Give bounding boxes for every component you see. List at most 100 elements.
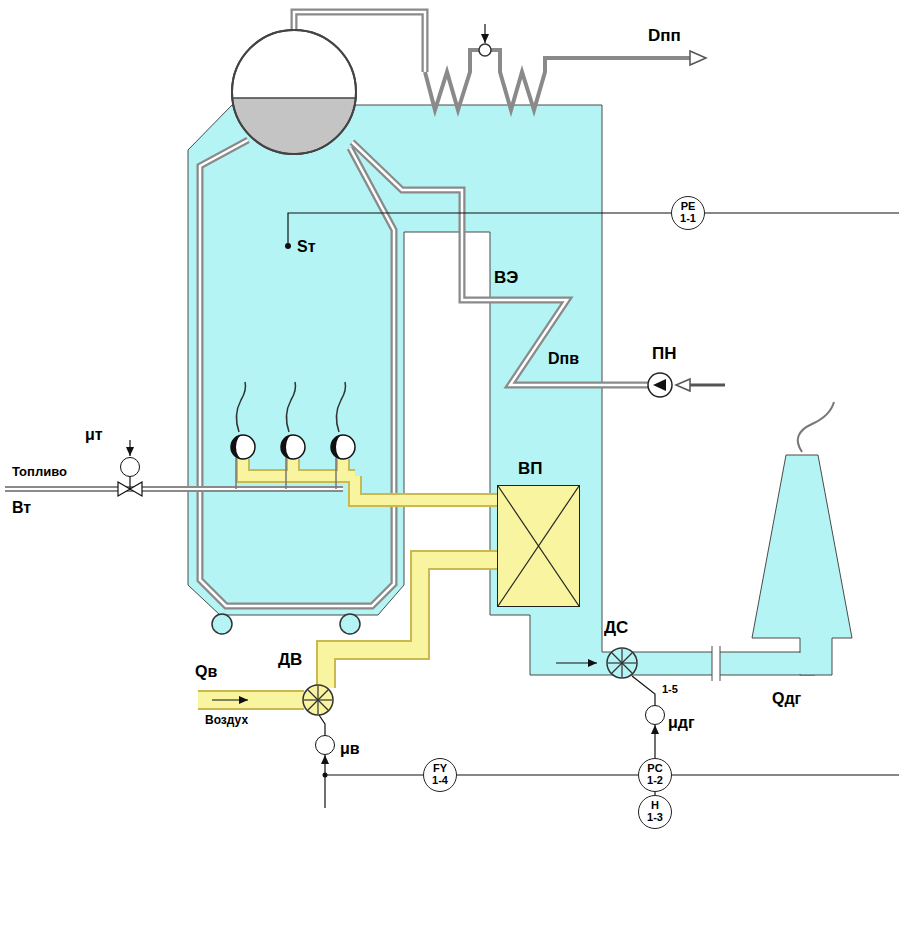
feed-pump-symbol xyxy=(653,379,666,391)
actuator-circle: μт xyxy=(120,457,140,477)
burner-symbol xyxy=(331,435,343,459)
flow-label: Вт xyxy=(12,499,31,517)
boiler-drum xyxy=(232,98,355,154)
furnace-wall-tubes xyxy=(200,140,394,606)
economizer-tube xyxy=(352,142,648,385)
economizer-tube xyxy=(352,142,648,385)
instrument-tag: PC xyxy=(647,763,662,775)
superheater-coil xyxy=(479,44,491,56)
part-name: ДС xyxy=(604,618,628,638)
furnace-wall-tubes xyxy=(200,140,394,634)
gas-path-body xyxy=(712,646,713,681)
air-duct xyxy=(198,459,497,700)
superheater-coil xyxy=(690,51,706,65)
actuator-label: μв xyxy=(340,740,360,758)
part-name: ДВ xyxy=(278,650,302,670)
flow-label: Топливо xyxy=(12,465,67,480)
instrument-tag: PE xyxy=(681,201,696,213)
signal-line xyxy=(640,774,899,775)
fan-symbol xyxy=(607,648,637,678)
furnace-wall-tubes xyxy=(200,140,394,606)
burner-symbol xyxy=(281,435,293,459)
signal-line xyxy=(129,440,130,456)
feed-pump-symbol xyxy=(676,379,690,391)
flow-label: Воздух xyxy=(205,714,248,728)
gas-path-body xyxy=(796,653,812,674)
instrument-circle: PC1-2 xyxy=(638,758,672,792)
furnace-wall-tubes xyxy=(340,614,360,634)
boiler-drum xyxy=(232,30,356,154)
gas-path-body xyxy=(752,455,852,675)
air-duct xyxy=(198,690,304,710)
fuel-pipe xyxy=(130,482,142,496)
economizer-tube xyxy=(352,142,648,385)
fuel-pipe xyxy=(118,482,130,496)
fan-symbol xyxy=(556,662,597,663)
fuel-pipe xyxy=(335,458,337,489)
callout-number: 1-2 xyxy=(647,775,663,787)
signal-name: Sт xyxy=(297,238,316,256)
boiler-drum xyxy=(232,30,356,154)
signal-connector xyxy=(457,774,638,775)
callout-number: 1-1 xyxy=(680,213,696,225)
fuel-pipe xyxy=(235,458,237,489)
instrument-circle: PE1-1 xyxy=(671,196,705,230)
burner-symbol xyxy=(331,435,355,459)
gas-path-body xyxy=(712,646,720,681)
callout-number: 1-3 xyxy=(647,812,663,824)
cross-mark xyxy=(498,486,579,606)
callout-number: 1-4 xyxy=(432,775,448,787)
signal-connector xyxy=(325,755,423,775)
air-duct xyxy=(326,560,497,688)
signal-line xyxy=(319,715,325,735)
air-duct xyxy=(198,692,304,708)
air-heater-box: ВП xyxy=(497,485,580,607)
fuel-pipe xyxy=(5,486,343,492)
burner-symbol xyxy=(236,382,245,432)
flow-label: Dпп xyxy=(648,26,681,46)
gas-path-body xyxy=(798,402,834,452)
fuel-pipe xyxy=(129,477,130,489)
actuator-circle: μдг xyxy=(645,705,665,725)
fuel-pipe xyxy=(5,488,343,490)
flow-label: Dпв xyxy=(548,350,579,368)
burner-symbol xyxy=(231,435,243,459)
instrument-tag: H xyxy=(651,800,659,812)
cross-mark xyxy=(498,486,579,606)
actuator-label: μдг xyxy=(668,714,695,732)
signal-line xyxy=(324,775,325,808)
fuel-pipe xyxy=(5,458,343,496)
air-duct xyxy=(212,699,248,700)
callout-number: 1-5 xyxy=(662,683,678,696)
actuator-label: μт xyxy=(85,426,103,444)
signal-line xyxy=(130,213,899,808)
burner-symbol xyxy=(281,435,305,459)
air-duct xyxy=(243,459,497,500)
instrument-circle: H1-3 xyxy=(638,795,672,829)
gas-path-body xyxy=(188,105,852,681)
cross-mark xyxy=(498,486,579,606)
fan-symbol xyxy=(303,685,333,715)
furnace-wall-tubes xyxy=(212,614,232,634)
fan-symbol xyxy=(308,690,328,710)
fan-symbol xyxy=(303,648,637,715)
superheater-coil xyxy=(425,50,479,110)
flow-label: Qв xyxy=(195,663,217,681)
flow-label: Qдг xyxy=(772,690,801,708)
gas-path-body xyxy=(720,646,721,681)
burner-symbol xyxy=(231,435,255,459)
air-duct xyxy=(243,459,497,500)
burner-symbol xyxy=(231,382,355,459)
signal-line xyxy=(632,676,655,705)
boiler-drum xyxy=(232,30,356,154)
fuel-pipe xyxy=(285,458,287,489)
air-duct xyxy=(326,560,497,688)
part-name: ПН xyxy=(652,344,677,364)
part-name: ВП xyxy=(518,459,543,479)
instrument-circle: FY1-4 xyxy=(423,758,457,792)
burner-symbol xyxy=(286,382,295,432)
burner-symbol xyxy=(336,382,345,432)
superheater-coil xyxy=(491,50,690,110)
feed-pump-symbol xyxy=(648,373,725,397)
instrument-tag: FY xyxy=(433,763,447,775)
